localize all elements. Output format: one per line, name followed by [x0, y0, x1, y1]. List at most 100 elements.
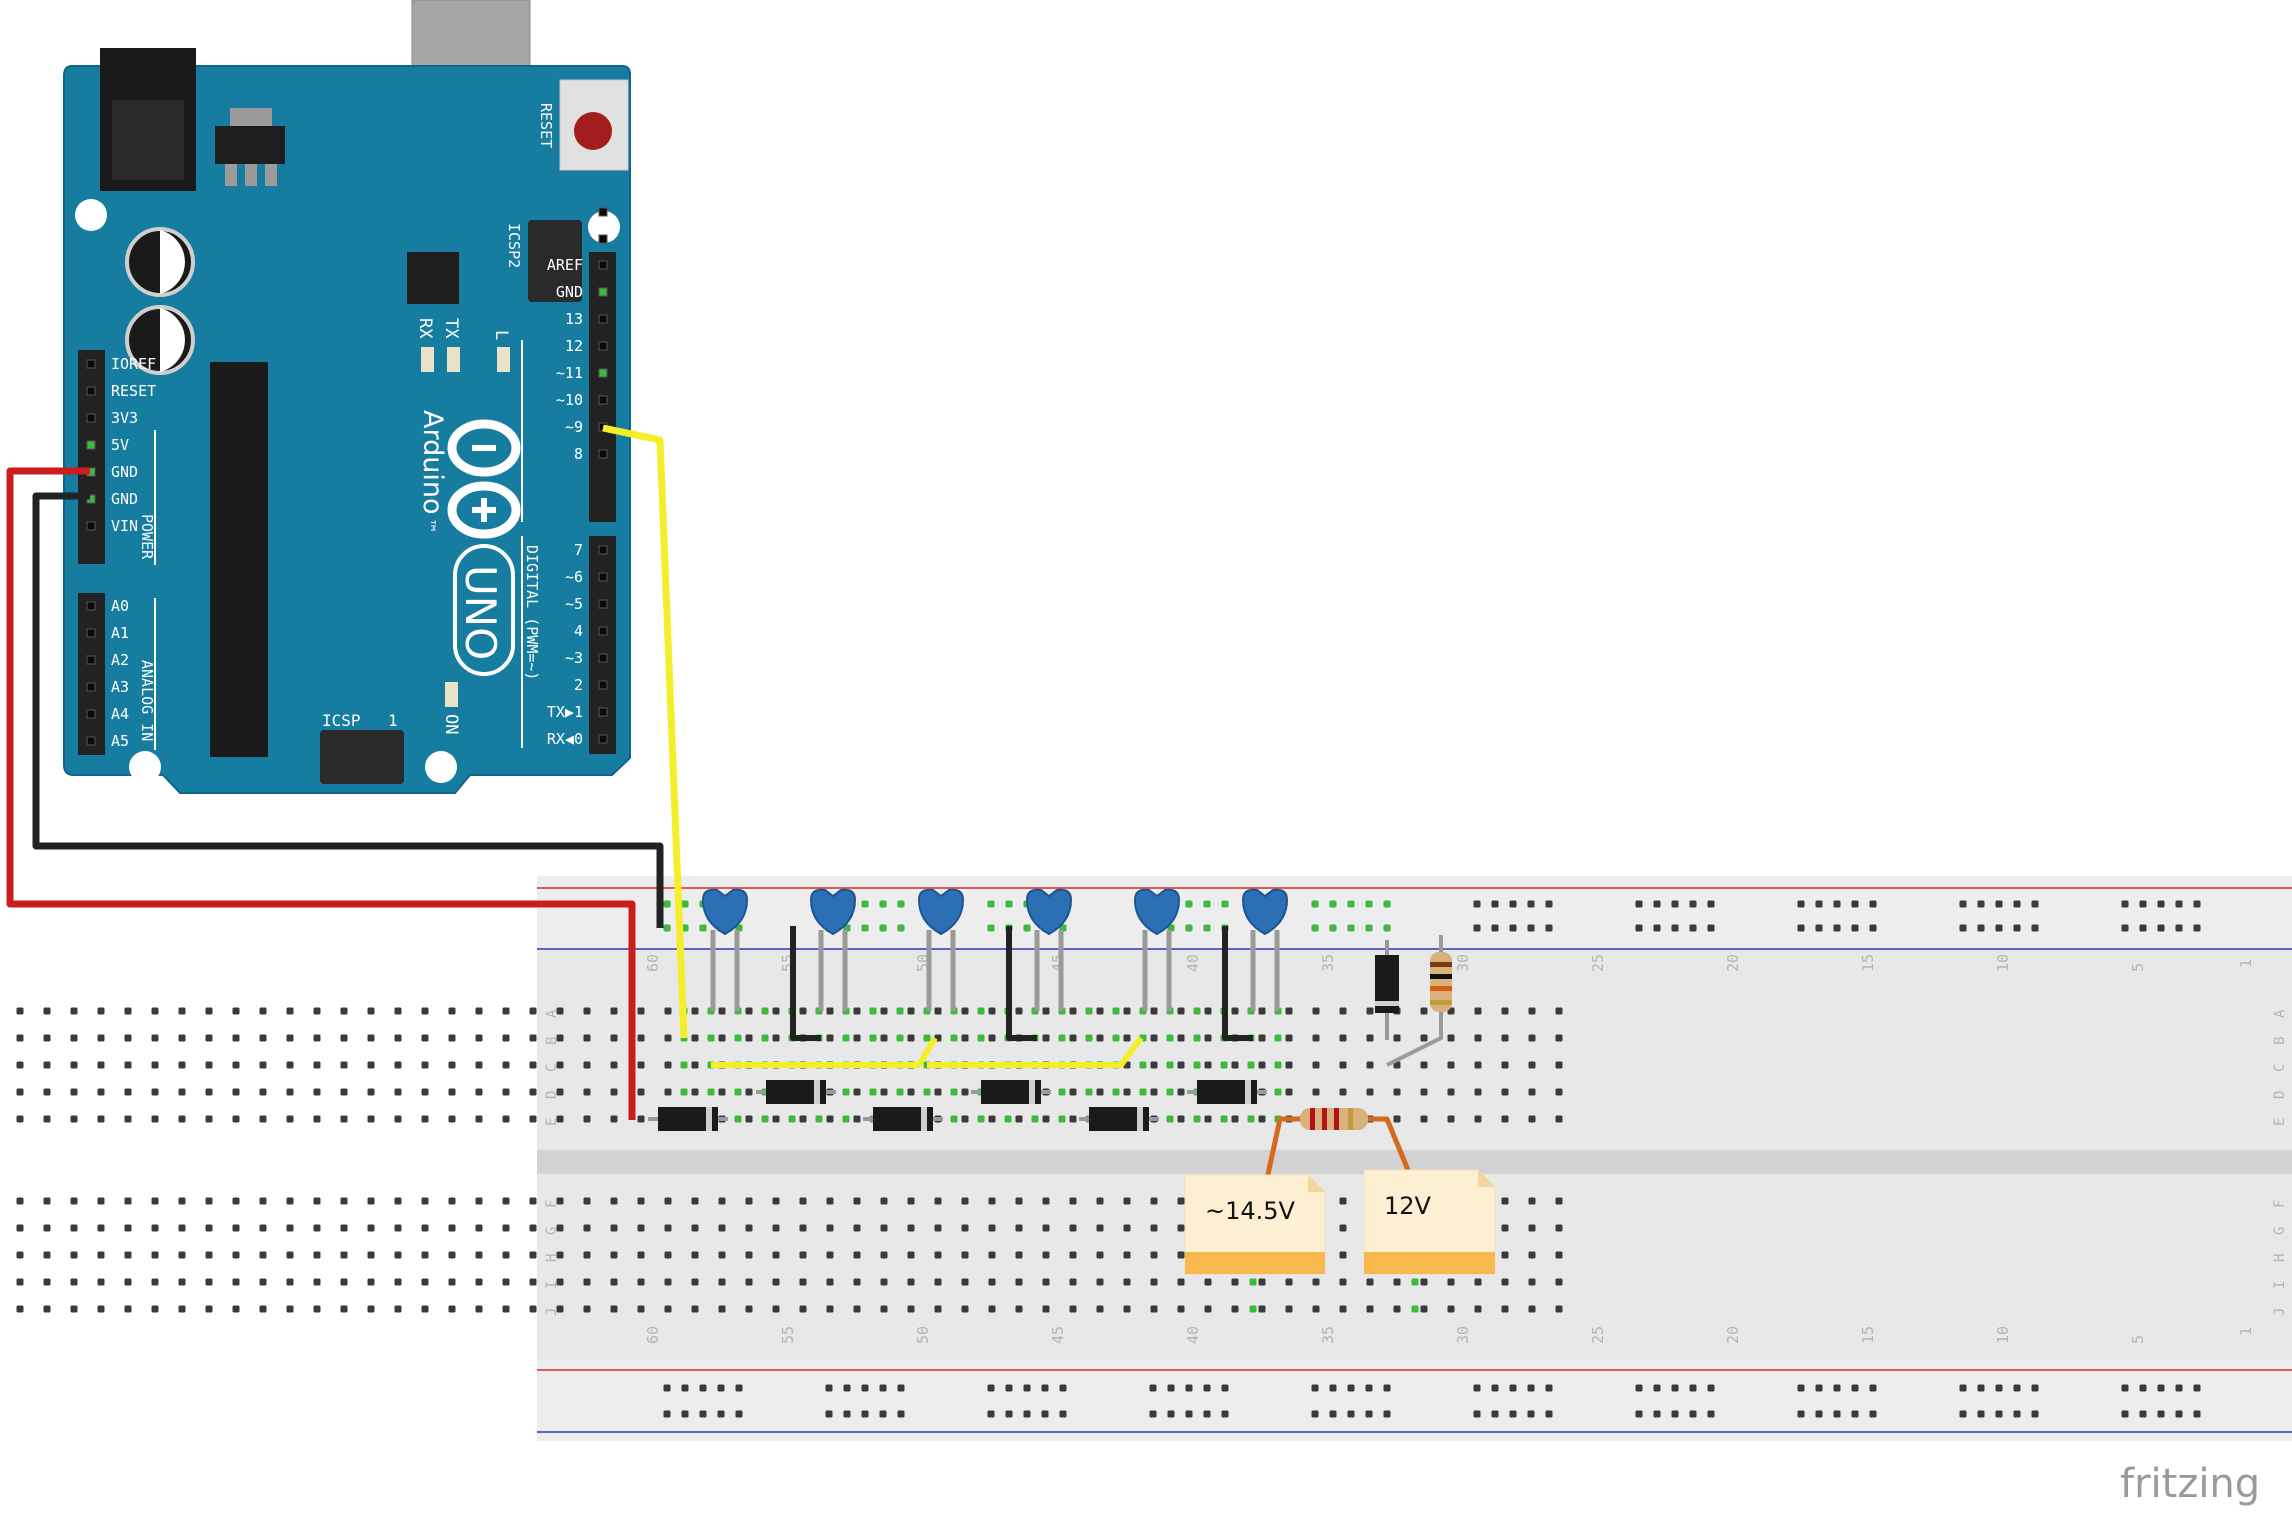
- header-pin[interactable]: [86, 655, 96, 665]
- rail-hole[interactable]: [1707, 1410, 1715, 1418]
- breadboard-hole[interactable]: [1177, 1034, 1185, 1042]
- breadboard-hole[interactable]: [43, 1007, 51, 1015]
- connected-hole[interactable]: [896, 1088, 904, 1096]
- breadboard-hole[interactable]: [70, 1224, 78, 1232]
- breadboard-hole[interactable]: [961, 1088, 969, 1096]
- rail-hole[interactable]: [1005, 900, 1013, 908]
- breadboard-hole[interactable]: [16, 1305, 24, 1313]
- header-pin[interactable]: [86, 521, 96, 531]
- breadboard-hole[interactable]: [475, 1088, 483, 1096]
- breadboard-hole[interactable]: [691, 1197, 699, 1205]
- breadboard-hole[interactable]: [43, 1061, 51, 1069]
- rail-hole[interactable]: [843, 1410, 851, 1418]
- breadboard-hole[interactable]: [1150, 1224, 1158, 1232]
- breadboard-hole[interactable]: [232, 1007, 240, 1015]
- breadboard-hole[interactable]: [583, 1115, 591, 1123]
- breadboard-hole[interactable]: [1150, 1197, 1158, 1205]
- note-14-5v[interactable]: ~14.5V: [1184, 1174, 1326, 1275]
- rail-hole[interactable]: [1977, 1410, 1985, 1418]
- breadboard-hole[interactable]: [1069, 1278, 1077, 1286]
- breadboard-hole[interactable]: [1285, 1278, 1293, 1286]
- header-pin[interactable]: [598, 207, 608, 217]
- connected-hole[interactable]: [1112, 1034, 1120, 1042]
- breadboard-hole[interactable]: [1042, 1251, 1050, 1259]
- breadboard-hole[interactable]: [1069, 1115, 1077, 1123]
- rail-hole[interactable]: [1833, 924, 1841, 932]
- breadboard-hole[interactable]: [1258, 1007, 1266, 1015]
- breadboard-hole[interactable]: [1015, 1115, 1023, 1123]
- rail-hole[interactable]: [1959, 924, 1967, 932]
- breadboard-hole[interactable]: [1555, 1224, 1563, 1232]
- connected-hole[interactable]: [1166, 1088, 1174, 1096]
- breadboard-hole[interactable]: [43, 1251, 51, 1259]
- breadboard-hole[interactable]: [1096, 1251, 1104, 1259]
- breadboard-hole[interactable]: [1447, 1034, 1455, 1042]
- connected-hole[interactable]: [1274, 1088, 1282, 1096]
- breadboard-hole[interactable]: [70, 1278, 78, 1286]
- rail-hole[interactable]: [1005, 1410, 1013, 1418]
- breadboard-hole[interactable]: [529, 1034, 537, 1042]
- header-pin[interactable]: [598, 234, 608, 244]
- breadboard-hole[interactable]: [502, 1034, 510, 1042]
- breadboard-hole[interactable]: [1474, 1061, 1482, 1069]
- breadboard-hole[interactable]: [988, 1278, 996, 1286]
- breadboard-hole[interactable]: [151, 1061, 159, 1069]
- connected-hole[interactable]: [1166, 1115, 1174, 1123]
- rail-hole[interactable]: [1221, 900, 1229, 908]
- breadboard-hole[interactable]: [880, 1278, 888, 1286]
- breadboard-hole[interactable]: [205, 1197, 213, 1205]
- connected-hole[interactable]: [1193, 1115, 1201, 1123]
- breadboard-hole[interactable]: [1177, 1278, 1185, 1286]
- rail-hole[interactable]: [2031, 924, 2039, 932]
- rail-hole[interactable]: [1545, 900, 1553, 908]
- breadboard-hole[interactable]: [1366, 1061, 1374, 1069]
- breadboard-hole[interactable]: [1528, 1088, 1536, 1096]
- breadboard-hole[interactable]: [178, 1088, 186, 1096]
- breadboard-hole[interactable]: [1555, 1061, 1563, 1069]
- breadboard-hole[interactable]: [853, 1278, 861, 1286]
- rail-hole[interactable]: [1707, 1384, 1715, 1392]
- rail-hole[interactable]: [1509, 1410, 1517, 1418]
- breadboard-hole[interactable]: [475, 1278, 483, 1286]
- header-pin[interactable]: [598, 572, 608, 582]
- breadboard-hole[interactable]: [1312, 1034, 1320, 1042]
- breadboard-hole[interactable]: [232, 1251, 240, 1259]
- rail-hole[interactable]: [2013, 1384, 2021, 1392]
- breadboard-hole[interactable]: [286, 1061, 294, 1069]
- breadboard-hole[interactable]: [961, 1007, 969, 1015]
- breadboard-hole[interactable]: [1528, 1061, 1536, 1069]
- header-pin[interactable]: [598, 287, 608, 297]
- breadboard-hole[interactable]: [1393, 1115, 1401, 1123]
- connected-hole[interactable]: [1220, 1115, 1228, 1123]
- connected-hole[interactable]: [761, 1007, 769, 1015]
- breadboard-hole[interactable]: [16, 1061, 24, 1069]
- rail-hole[interactable]: [1347, 1384, 1355, 1392]
- breadboard-hole[interactable]: [610, 1305, 618, 1313]
- breadboard-hole[interactable]: [1474, 1007, 1482, 1015]
- rail-hole[interactable]: [2139, 1384, 2147, 1392]
- rail-hole[interactable]: [2157, 900, 2165, 908]
- connected-hole[interactable]: [842, 1115, 850, 1123]
- rail-hole[interactable]: [1545, 1384, 1553, 1392]
- breadboard-hole[interactable]: [799, 1305, 807, 1313]
- breadboard-hole[interactable]: [1339, 1061, 1347, 1069]
- rail-hole[interactable]: [1545, 924, 1553, 932]
- breadboard-hole[interactable]: [178, 1251, 186, 1259]
- breadboard-hole[interactable]: [1366, 1034, 1374, 1042]
- rail-hole[interactable]: [1509, 924, 1517, 932]
- 5v-wire[interactable]: [6, 467, 636, 1120]
- header-pin[interactable]: [598, 368, 608, 378]
- breadboard-hole[interactable]: [907, 1197, 915, 1205]
- header-pin[interactable]: [598, 314, 608, 324]
- note-12v[interactable]: 12V: [1363, 1169, 1496, 1275]
- rail-hole[interactable]: [987, 1384, 995, 1392]
- breadboard-hole[interactable]: [367, 1251, 375, 1259]
- breadboard-hole[interactable]: [232, 1088, 240, 1096]
- breadboard-hole[interactable]: [259, 1278, 267, 1286]
- breadboard-hole[interactable]: [151, 1034, 159, 1042]
- breadboard-hole[interactable]: [907, 1088, 915, 1096]
- rail-hole[interactable]: [1185, 924, 1193, 932]
- breadboard-hole[interactable]: [178, 1305, 186, 1313]
- connected-hole[interactable]: [1247, 1115, 1255, 1123]
- breadboard-hole[interactable]: [988, 1251, 996, 1259]
